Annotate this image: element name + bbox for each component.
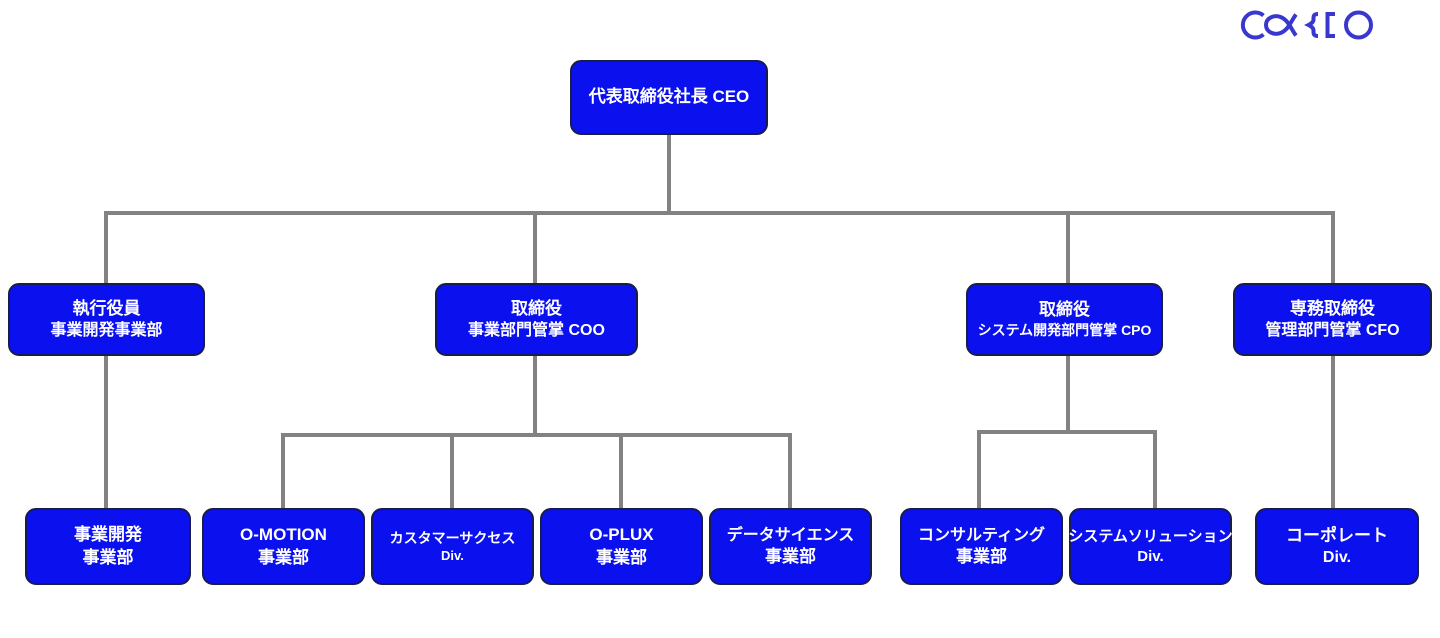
node-director-cpo: 取締役 システム開発部門管掌 CPO — [966, 283, 1163, 356]
connector-cfo-up — [1331, 213, 1335, 285]
node-label-line1: コンサルティング — [917, 526, 1046, 544]
node-label-line2: 事業部 — [258, 547, 309, 567]
connector-customer-success-up — [450, 435, 454, 510]
connector-coo-horizontal — [281, 433, 792, 437]
node-corporate-div: コーポレート Div. — [1255, 508, 1419, 585]
connector-coo-down — [533, 354, 537, 436]
node-label-line1: コーポレート — [1286, 525, 1388, 545]
logo-letter-c2 — [1304, 12, 1319, 38]
cacco-logo — [1240, 10, 1373, 40]
node-label-line2: 事業部 — [956, 546, 1007, 566]
connector-cpo-horizontal — [977, 430, 1157, 434]
connector-consulting-up — [977, 432, 981, 510]
node-label-line1: 取締役 — [1039, 300, 1090, 320]
connector-cpo-up — [1066, 213, 1070, 285]
node-label-line2: 事業部 — [765, 546, 816, 566]
node-label-line1: データサイエンス — [726, 526, 855, 544]
logo-letter-o — [1344, 10, 1373, 40]
connector-o-plux-up — [619, 435, 623, 510]
node-system-solution-div: システムソリューション Div. — [1068, 508, 1233, 585]
node-label-line1: 執行役員 — [72, 298, 141, 318]
node-label-line1: 取締役 — [511, 298, 562, 318]
node-label-line2: 事業部 — [596, 547, 647, 567]
node-executive-officer-bizdev: 執行役員 事業開発事業部 — [8, 283, 205, 356]
connector-main-horizontal — [104, 211, 1335, 215]
logo-letter-a — [1263, 13, 1298, 37]
node-customer-success-div: カスタマーサクセス Div. — [371, 508, 534, 585]
node-ceo: 代表取締役社長 CEO — [570, 60, 768, 135]
node-o-plux-dept: O-PLUX 事業部 — [540, 508, 703, 585]
node-label-line2: 管理部門管掌 CFO — [1265, 322, 1400, 340]
node-consulting-dept: コンサルティング 事業部 — [900, 508, 1063, 585]
connector-exec-to-bizdev — [104, 354, 108, 510]
node-label-line1: 事業開発 — [74, 525, 142, 545]
connector-cfo-to-corporate — [1331, 354, 1335, 510]
node-label-line1: 専務取締役 — [1290, 298, 1375, 318]
connector-exec-up — [104, 213, 108, 285]
node-senior-director-cfo: 専務取締役 管理部門管掌 CFO — [1233, 283, 1432, 356]
node-label-line2: Div. — [1137, 547, 1164, 565]
connector-cpo-down — [1066, 354, 1070, 434]
connector-coo-up — [533, 213, 537, 285]
node-data-science-dept: データサイエンス 事業部 — [709, 508, 872, 585]
node-label-line2: 事業開発事業部 — [50, 322, 163, 340]
node-label-line2: Div. — [1322, 549, 1352, 567]
node-o-motion-dept: O-MOTION 事業部 — [202, 508, 365, 585]
node-label-line2: 事業部門管掌 COO — [468, 322, 605, 340]
node-label-line1: O-MOTION — [240, 525, 327, 545]
node-director-coo: 取締役 事業部門管掌 COO — [435, 283, 638, 356]
connector-ceo-down — [667, 134, 671, 215]
logo-letter-c1 — [1240, 10, 1265, 40]
node-label-line1: システムソリューション — [1068, 527, 1233, 545]
node-label-line2: システム開発部門管掌 CPO — [977, 322, 1152, 339]
node-label-line1: O-PLUX — [589, 525, 654, 545]
node-bizdev-dept: 事業開発 事業部 — [25, 508, 191, 585]
node-label-line1: カスタマーサクセス — [389, 529, 516, 546]
logo-letter-c3 — [1325, 12, 1335, 38]
connector-o-motion-up — [281, 435, 285, 510]
node-label-line2: Div. — [441, 548, 464, 564]
node-label-line1: 代表取締役社長 CEO — [588, 87, 750, 107]
connector-system-solution-up — [1153, 432, 1157, 510]
node-label-line2: 事業部 — [82, 547, 134, 567]
connector-data-science-up — [788, 435, 792, 510]
